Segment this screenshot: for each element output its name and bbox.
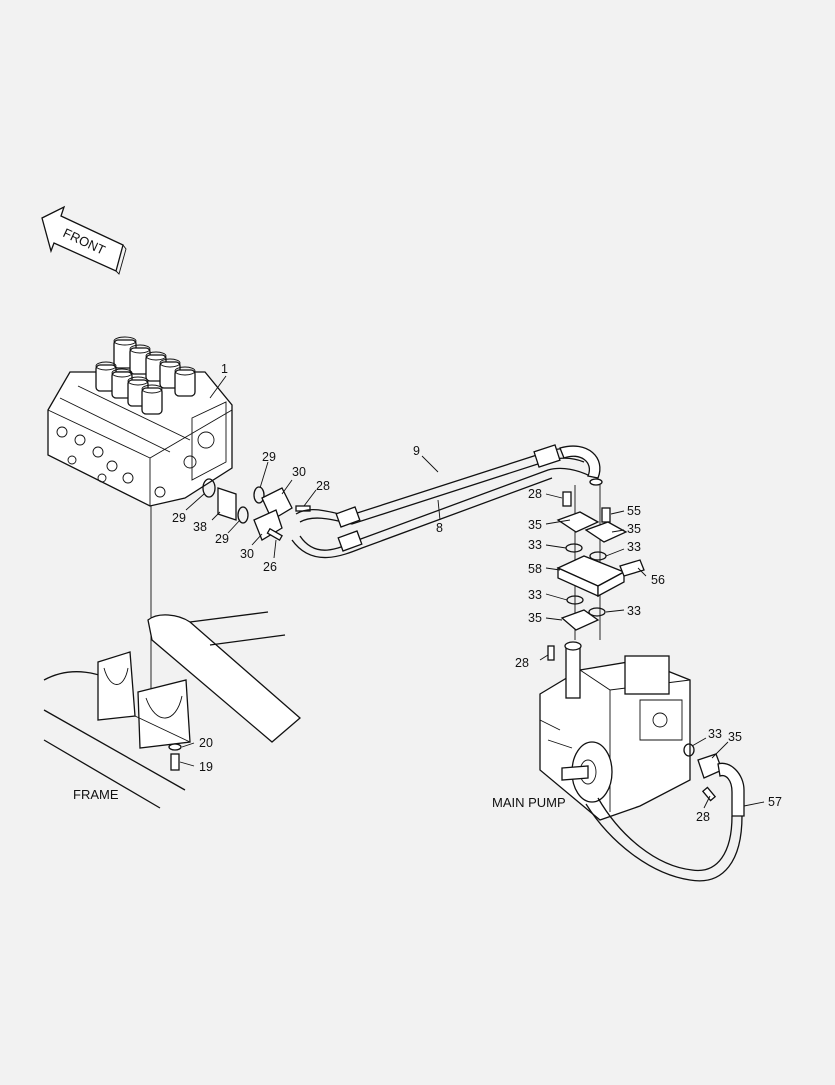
label-35-lower: 35 (528, 611, 542, 625)
valve-outlet-parts (202, 478, 311, 541)
label-30-top: 30 (292, 465, 306, 479)
label-28-pump-right: 28 (696, 810, 710, 824)
label-33-lower-left: 33 (528, 588, 542, 602)
label-38: 38 (193, 520, 207, 534)
label-33-upper-left: 33 (528, 538, 542, 552)
label-35-right: 35 (627, 522, 641, 536)
label-28-block: 28 (528, 487, 542, 501)
main-pump-label: MAIN PUMP (492, 795, 566, 810)
label-56: 56 (651, 573, 665, 587)
label-35-left: 35 (528, 518, 542, 532)
label-29-left: 29 (172, 511, 186, 525)
label-58: 58 (528, 562, 542, 576)
block-assembly (547, 485, 645, 661)
label-29-mid: 29 (215, 532, 229, 546)
label-33-pump: 33 (708, 727, 722, 741)
frame (43, 611, 301, 809)
label-28-valve: 28 (316, 479, 330, 493)
label-9: 9 (413, 444, 420, 458)
label-19: 19 (199, 760, 213, 774)
part-labels: 1 9 8 29 30 28 29 38 29 30 26 28 55 35 3… (73, 362, 782, 824)
label-33-lower-right: 33 (627, 604, 641, 618)
label-20: 20 (199, 736, 213, 750)
hoses (291, 444, 603, 559)
label-26: 26 (263, 560, 277, 574)
label-30-bottom: 30 (240, 547, 254, 561)
label-8: 8 (436, 521, 443, 535)
label-55: 55 (627, 504, 641, 518)
main-pump (539, 641, 691, 821)
label-33-upper-right: 33 (627, 540, 641, 554)
frame-label: FRAME (73, 787, 119, 802)
label-28-pump-left: 28 (515, 656, 529, 670)
leader-lines (179, 375, 765, 809)
front-arrow-icon: FRONT (41, 205, 127, 275)
hose-57 (585, 743, 745, 882)
label-1: 1 (221, 362, 228, 376)
label-29-top: 29 (262, 450, 276, 464)
label-35-pump: 35 (728, 730, 742, 744)
control-valve (47, 336, 233, 507)
label-57: 57 (768, 795, 782, 809)
